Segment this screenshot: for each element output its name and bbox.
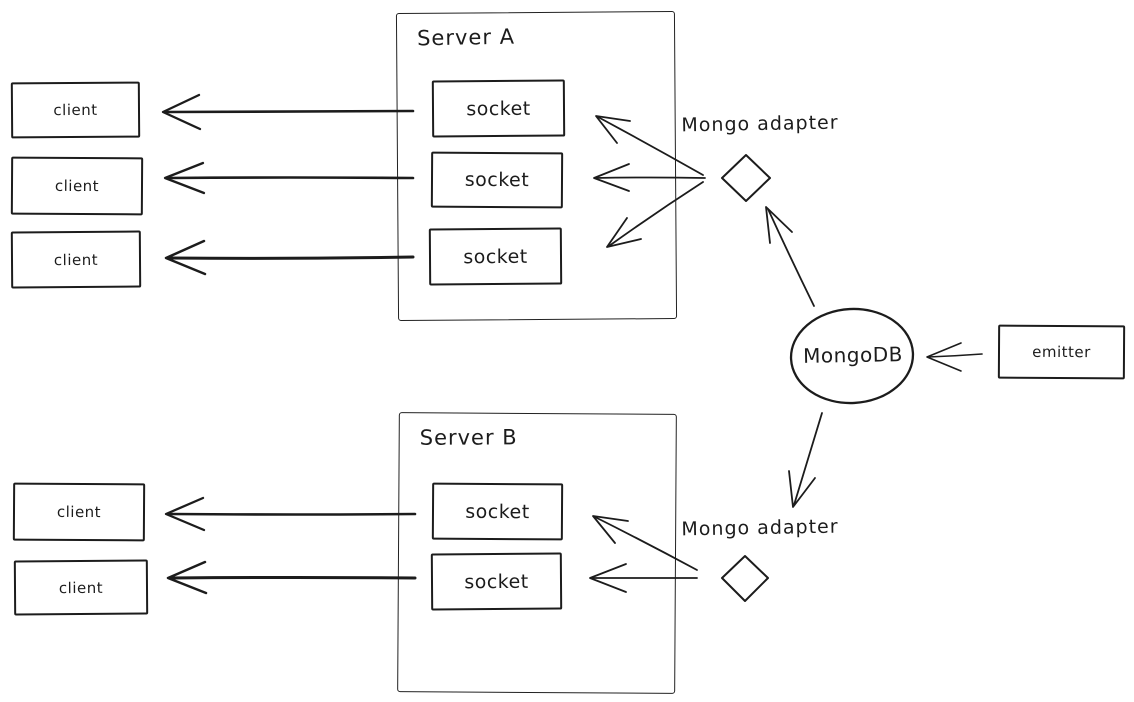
socket-box-b2: socket <box>430 552 563 611</box>
arrow-mongodb-to-adapter-top <box>765 206 815 307</box>
client-5-label: client <box>58 578 104 597</box>
client-box-4: client <box>12 482 146 542</box>
socket-a3-label: socket <box>463 245 528 268</box>
client-2-label: client <box>54 176 100 196</box>
client-1-label: client <box>53 100 98 120</box>
server-b-label: Server B <box>419 425 518 450</box>
arrow-socket-b2-to-client-5 <box>166 560 417 595</box>
socket-a1-label: socket <box>466 97 531 120</box>
socket-b1-label: socket <box>465 500 530 523</box>
socket-box-a1: socket <box>431 79 566 138</box>
arrow-mongodb-to-adapter-bottom <box>788 412 823 508</box>
socket-box-a3: socket <box>428 227 563 286</box>
client-box-3: client <box>10 230 142 289</box>
client-4-label: client <box>56 502 102 522</box>
mongo-adapter-top-diamond <box>721 154 771 202</box>
client-box-2: client <box>10 156 144 216</box>
arrow-socket-a2-to-client-2 <box>163 161 415 195</box>
client-box-1: client <box>10 81 141 139</box>
client-box-5: client <box>13 559 149 616</box>
mongo-adapter-bottom-label: Mongo adapter <box>681 515 839 541</box>
server-a-label: Server A <box>416 24 516 51</box>
mongodb-label: MongoDB <box>802 342 904 368</box>
socket-b2-label: socket <box>464 570 529 593</box>
emitter-label: emitter <box>1032 342 1091 362</box>
arrow-socket-a3-to-client-3 <box>164 239 415 276</box>
socket-box-a2: socket <box>430 151 564 209</box>
socket-box-b1: socket <box>431 482 564 541</box>
client-3-label: client <box>53 250 99 269</box>
arrow-socket-b1-to-client-4 <box>164 496 417 532</box>
mongo-adapter-bottom-diamond <box>721 555 769 602</box>
mongo-adapter-top-label: Mongo adapter <box>681 111 839 137</box>
emitter-box: emitter <box>997 324 1126 380</box>
arrow-socket-a1-to-client-1 <box>161 93 415 131</box>
socket-a2-label: socket <box>464 168 530 192</box>
arrow-emitter-to-mongodb <box>926 342 983 372</box>
